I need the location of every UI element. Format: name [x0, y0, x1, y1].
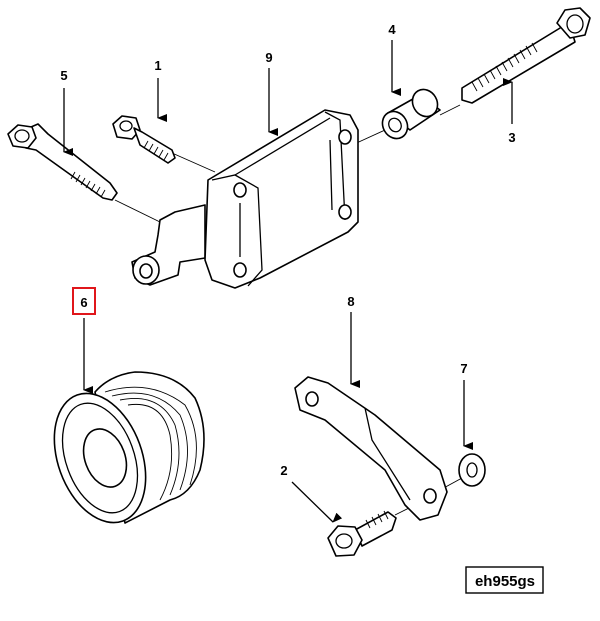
- callout-8: 8: [347, 294, 354, 309]
- part-2-short-bolt: [327, 510, 397, 557]
- part-6-pulley: [53, 371, 205, 524]
- part-5-long-bolt: [7, 123, 118, 201]
- part-1-short-bolt: [112, 115, 176, 164]
- callout-7: 7: [460, 361, 467, 376]
- part-7-washer: [458, 453, 486, 487]
- callout-3: 3: [508, 130, 515, 145]
- callout-6: 6: [80, 295, 87, 310]
- part-8-plate-bracket: [294, 376, 448, 521]
- callout-4: 4: [388, 22, 396, 37]
- reference-code: eh955gs: [475, 573, 535, 590]
- callout-5: 5: [60, 68, 67, 83]
- callout-9: 9: [265, 50, 272, 65]
- callout-arrows: [63, 40, 513, 523]
- reference-code-box: [465, 566, 544, 594]
- callout-2: 2: [280, 463, 287, 478]
- callout-1: 1: [154, 58, 161, 73]
- part-4-bushing: [381, 88, 441, 140]
- part-3-long-bolt: [461, 7, 591, 104]
- part-9-bracket: [131, 109, 359, 289]
- callout-6-highlight: [72, 287, 96, 315]
